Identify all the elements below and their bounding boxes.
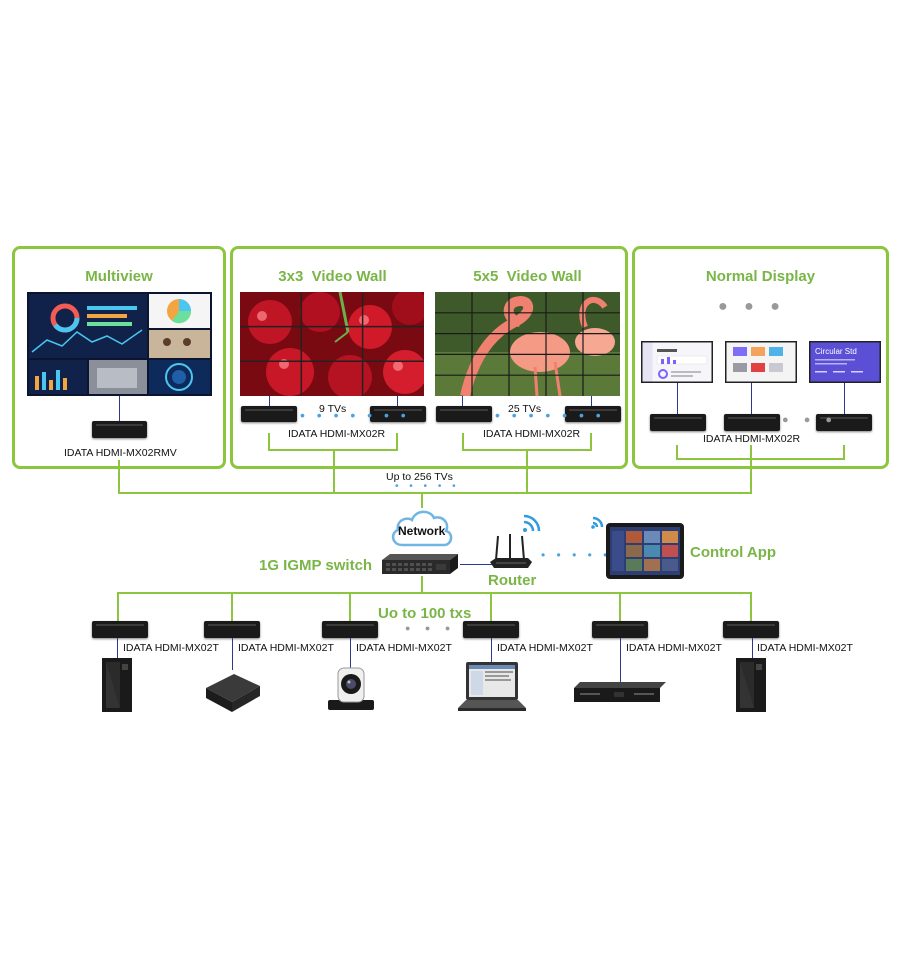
normal-receiver-label: IDATA HDMI-MX02R	[703, 433, 801, 445]
normal-receiver-2	[724, 414, 780, 431]
network-label: Network	[398, 524, 446, 538]
wall3-count: 9 TVs	[319, 403, 347, 415]
wall5-dots: • • • • • • •	[495, 407, 605, 423]
multiview-receiver-label: IDATA HDMI-MX02RMV	[64, 447, 177, 459]
transmitter-3	[322, 621, 378, 638]
media-box-icon	[206, 674, 260, 712]
wall5-receiver-label: IDATA HDMI-MX02R	[483, 428, 581, 440]
transmitter-6	[723, 621, 779, 638]
network-cloud-icon	[391, 510, 453, 547]
transmitter-4	[463, 621, 519, 638]
transmitter-6-label: IDATA HDMI-MX02T	[757, 642, 853, 654]
normal-screen-3	[809, 341, 881, 383]
wall5-screen	[435, 292, 620, 396]
pc-tower-icon	[102, 658, 132, 712]
normal-receiver-dots: ● ● ●	[782, 414, 839, 426]
wall3-receiver-label: IDATA HDMI-MX02R	[288, 428, 386, 440]
router-label: Router	[488, 572, 537, 589]
wall5-receiver-right	[565, 406, 621, 422]
switch-label: 1G IGMP switch	[259, 557, 373, 574]
multiview-title: Multiview	[85, 268, 153, 285]
top-bus-label: Up to 256 TVs	[386, 471, 453, 483]
router-icon	[490, 514, 541, 568]
ptz-camera-icon	[328, 667, 374, 710]
transmitter-1	[92, 621, 148, 638]
video-wall-panel	[230, 246, 628, 469]
control-app-tablet[interactable]	[606, 523, 684, 579]
multiview-receiver	[92, 421, 147, 438]
wall3-dots: • • • • • • •	[300, 407, 410, 423]
switch-icon	[382, 554, 458, 574]
more-displays-dots: ● ● ●	[718, 298, 786, 315]
normal-screen-2	[725, 341, 797, 383]
transmitter-2-label: IDATA HDMI-MX02T	[238, 642, 334, 654]
wall3-receiver-right	[370, 406, 426, 422]
wall5-count: 25 TVs	[508, 403, 542, 415]
normal-display-title: Normal Display	[705, 268, 816, 285]
transmitter-3-label: IDATA HDMI-MX02T	[356, 642, 452, 654]
transmitter-2	[204, 621, 260, 638]
normal-receiver-1	[650, 414, 706, 431]
normal-screen-3-title: Circular Std	[815, 347, 857, 356]
wall5-title: 5x5 Video Wall	[473, 268, 582, 285]
tablet-wifi-icon	[591, 516, 604, 529]
set-top-box-icon	[574, 682, 666, 702]
transmitter-4-label: IDATA HDMI-MX02T	[497, 642, 593, 654]
bottom-bus-dots: ● ● ●	[405, 623, 457, 633]
wall3-title: 3x3 Video Wall	[278, 268, 387, 285]
multiview-screen	[27, 292, 212, 396]
normal-display-panel	[632, 246, 889, 469]
normal-receiver-3	[816, 414, 872, 431]
pc-tower-icon-2	[736, 658, 766, 712]
laptop-icon	[458, 662, 526, 711]
top-bus-dots: • • • • •	[395, 481, 460, 492]
bottom-bus-label: Uo to 100 txs	[378, 605, 472, 622]
wireless-dots: • • • • •	[541, 548, 612, 562]
transmitter-5	[592, 621, 648, 638]
wall3-screen	[240, 292, 424, 396]
control-app-label: Control App	[690, 544, 777, 561]
transmitter-5-label: IDATA HDMI-MX02T	[626, 642, 722, 654]
wall3-receiver-left	[241, 406, 297, 422]
transmitter-1-label: IDATA HDMI-MX02T	[123, 642, 219, 654]
wall5-receiver-left	[436, 406, 492, 422]
normal-screen-1	[641, 341, 713, 383]
